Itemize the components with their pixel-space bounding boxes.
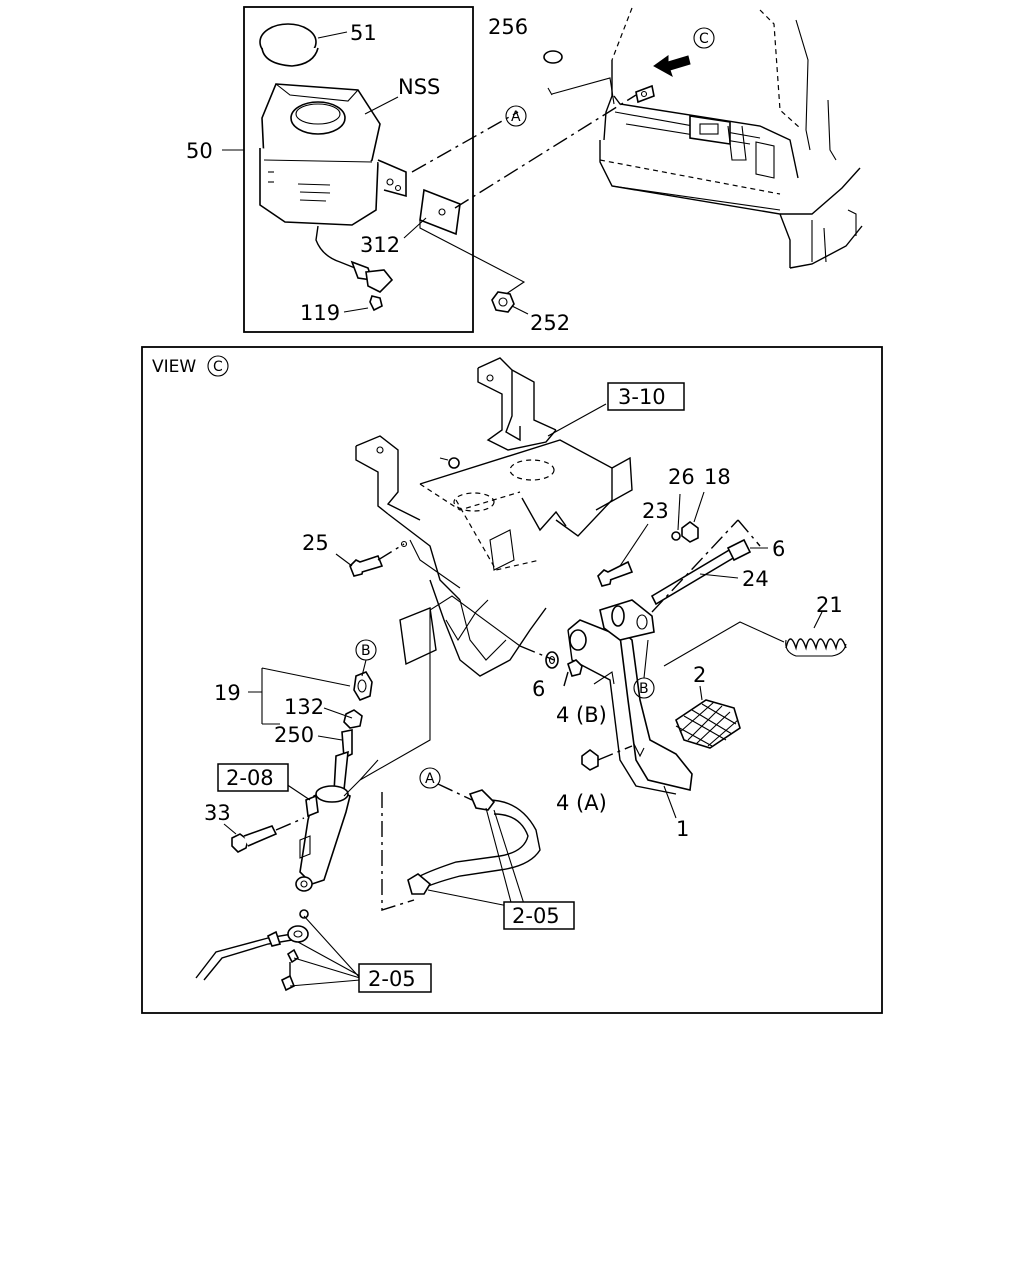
svg-text:C: C <box>213 359 223 375</box>
nut-252 <box>491 291 515 313</box>
hydraulic-pipe <box>195 909 309 992</box>
view-label-ref: C <box>207 355 229 377</box>
svg-text:A: A <box>511 109 521 125</box>
svg-text:A: A <box>425 771 435 787</box>
view-label: VIEW <box>152 357 196 377</box>
bolt-23 <box>597 560 634 587</box>
part-label-4b: 4 (B) <box>556 703 607 727</box>
bolt-25 <box>349 555 384 577</box>
reservoir-hose <box>407 789 541 895</box>
part-label-250: 250 <box>274 723 314 747</box>
svg-text:B: B <box>361 643 371 659</box>
part-label-26: 26 <box>668 465 695 489</box>
ref-circle-b-left: B <box>355 639 377 661</box>
pedal-shaft <box>650 538 752 606</box>
clevis-132 <box>353 671 373 701</box>
part-label-51: 51 <box>350 21 377 45</box>
part-label-50: 50 <box>186 139 213 163</box>
part-label-312: 312 <box>360 233 400 257</box>
bolt-33 <box>231 825 278 853</box>
part-label-33: 33 <box>204 801 231 825</box>
part-label-23: 23 <box>642 499 669 523</box>
pedal-pad <box>675 699 741 749</box>
nut-250 <box>343 709 363 729</box>
svg-text:B: B <box>639 681 649 697</box>
clutch-pedal-arm <box>567 599 693 795</box>
washer-26 <box>671 531 681 541</box>
part-label-18: 18 <box>704 465 731 489</box>
part-label-256: 256 <box>488 15 528 39</box>
pedal-bracket <box>355 357 633 677</box>
cab-front <box>599 7 863 269</box>
part-label-6-right: 6 <box>772 537 785 561</box>
ref-label-2-08: 2-08 <box>226 766 274 790</box>
ref-circle-a-bottom: A <box>419 767 441 789</box>
reservoir-detail-frame <box>243 6 474 333</box>
view-c-frame <box>141 346 883 1014</box>
part-label-119: 119 <box>300 301 340 325</box>
part-label-19: 19 <box>214 681 241 705</box>
part-label-nss: NSS <box>398 75 440 99</box>
part-label-21: 21 <box>816 593 843 617</box>
part-label-1: 1 <box>676 817 689 841</box>
part-label-25: 25 <box>302 531 329 555</box>
ref-box-2-05-lower <box>358 963 432 993</box>
part-label-24: 24 <box>742 567 769 591</box>
part-label-252: 252 <box>530 311 570 335</box>
master-cylinder <box>295 759 379 892</box>
nut-4a <box>581 749 599 771</box>
return-spring <box>785 638 847 657</box>
ref-label-2-05-upper: 2-05 <box>512 904 560 928</box>
ref-box-2-05-upper <box>503 901 575 930</box>
nut-18 <box>681 521 699 543</box>
ref-box-2-08 <box>217 763 289 792</box>
reservoir-cap <box>259 23 348 67</box>
reservoir-tank <box>259 83 407 312</box>
ref-box-3-10 <box>607 382 685 411</box>
ref-label-2-05-lower: 2-05 <box>368 967 416 991</box>
plug-256 <box>543 50 563 64</box>
bolt-4b <box>563 659 583 687</box>
part-label-6-left: 6 <box>532 677 545 701</box>
svg-text:C: C <box>699 31 709 47</box>
bush-6-left <box>545 651 559 669</box>
part-label-132: 132 <box>284 695 324 719</box>
mounting-plate <box>419 188 461 236</box>
ref-label-3-10: 3-10 <box>618 385 666 409</box>
part-label-4a: 4 (A) <box>556 791 607 815</box>
view-c-arrow: C <box>653 27 715 78</box>
part-label-2: 2 <box>693 663 706 687</box>
ref-circle-a-top: A <box>505 105 527 127</box>
